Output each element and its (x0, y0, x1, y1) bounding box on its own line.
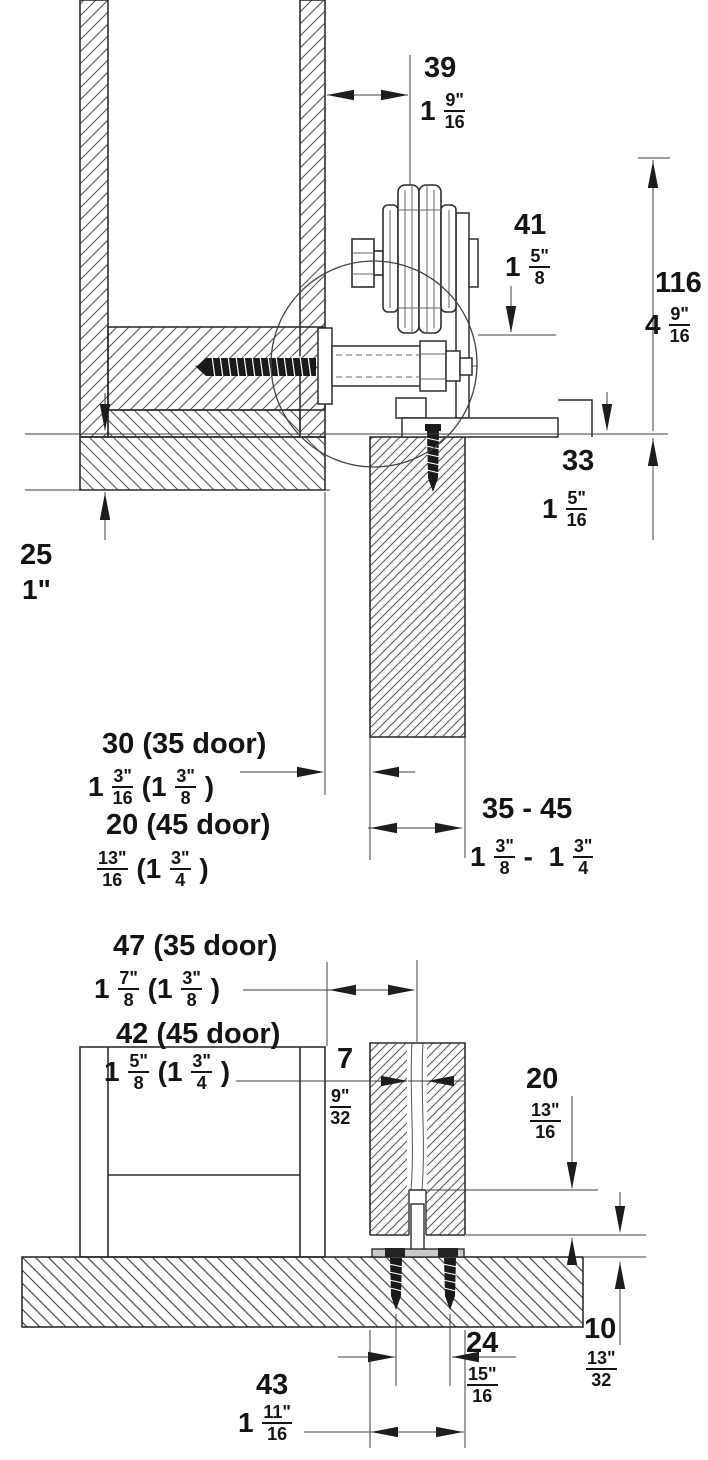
dim-7-inch: 9"32 (330, 1086, 351, 1129)
floor-guide (371, 1203, 465, 1258)
dim-47-mm: 47 (35 door) (113, 930, 278, 962)
dim-39-mm: 39 (424, 52, 457, 84)
dim-33-mm: 33 (562, 445, 595, 477)
dim-24-mm: 24 (466, 1327, 499, 1359)
detail-circle (270, 260, 478, 468)
dim-24-inch: 15"16 (467, 1364, 498, 1407)
dim-10-mm: 10 (584, 1313, 617, 1345)
floor-slab (21, 1256, 584, 1328)
dim-20a-inch: 13"16 (1 3"4 ) (97, 848, 209, 891)
dim-30-inch: 1 3"16 (1 3"8 ) (88, 766, 215, 809)
mounting-bolt (195, 327, 478, 405)
floor-guide-screws (388, 1258, 458, 1310)
wall-structure-upper (79, 0, 326, 491)
dim-7-mm: 7 (337, 1043, 354, 1075)
dim-35-45-mm: 35 - 45 (482, 793, 573, 825)
dim-42-inch: 1 5"8 (1 3"4 ) (104, 1051, 231, 1094)
dim-116-inch: 4 9"16 (645, 304, 690, 347)
door-panel-upper (369, 436, 466, 738)
dim-25-inch: 1" (22, 574, 51, 605)
dim-20b-mm: 20 (526, 1063, 559, 1095)
dim-41-mm: 41 (514, 209, 547, 241)
dim-39-inch: 1 9"16 (420, 90, 465, 133)
dim-20a-mm: 20 (45 door) (106, 809, 271, 841)
dim-43-inch: 1 11"16 (238, 1402, 292, 1445)
dim-41-inch: 1 5"8 (505, 246, 550, 289)
dim-10-inch: 13"32 (586, 1348, 617, 1391)
dim-25-mm: 25 (20, 539, 53, 571)
dim-20b-inch: 13"16 (530, 1100, 561, 1143)
dim-35-45-inch: 1 3"8 - 1 3"4 (470, 836, 594, 879)
dim-30-mm: 30 (35 door) (102, 728, 267, 760)
dim-33-inch: 1 5"16 (542, 488, 587, 531)
dim-42-mm: 42 (45 door) (116, 1018, 281, 1050)
dim-47-inch: 1 7"8 (1 3"8 ) (94, 968, 221, 1011)
dim-43-mm: 43 (256, 1369, 289, 1401)
dim-116-mm: 116 (655, 267, 702, 299)
roller-wheel (351, 55, 457, 334)
